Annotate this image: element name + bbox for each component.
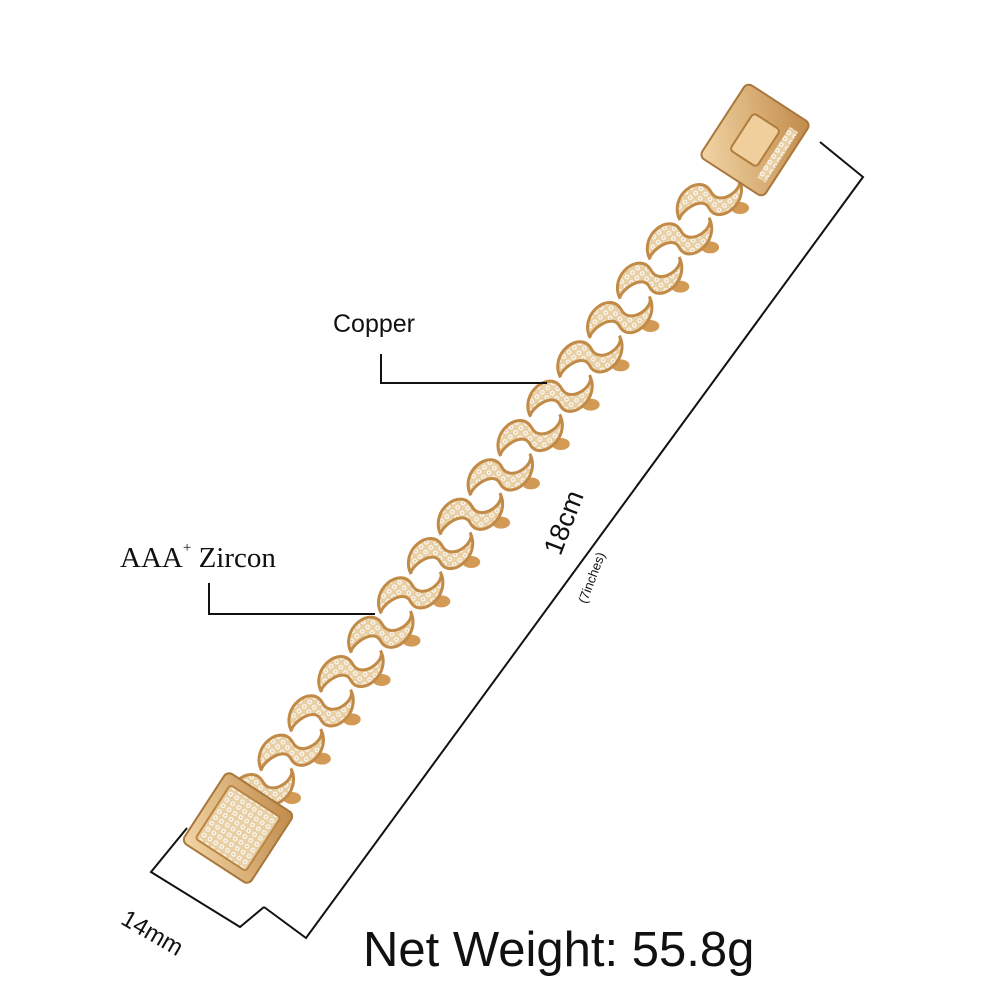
zircon-plus: + (182, 540, 192, 557)
bottom-clasp (182, 772, 294, 884)
copper-callout-line (380, 354, 547, 384)
chain-link (317, 649, 385, 693)
length-dimension-line (263, 141, 865, 940)
zircon-callout-line (208, 583, 375, 615)
chain-link (436, 492, 504, 536)
bracelet-chain (227, 177, 749, 811)
chain-link (407, 531, 475, 575)
chain-link (556, 334, 624, 379)
zircon-name: Zircon (198, 542, 276, 574)
chain-link (257, 728, 325, 772)
chain-link (347, 610, 415, 654)
top-clasp (700, 83, 810, 197)
chain-link (466, 452, 534, 497)
net-weight-label: Net Weight: 55.8g (363, 923, 755, 977)
chain-link (287, 688, 355, 733)
zircon-label: AAA+ Zircon (120, 540, 276, 575)
chain-link (496, 413, 564, 457)
chain-link (645, 216, 714, 261)
zircon-grade: AAA (120, 542, 183, 574)
chain-link (377, 570, 445, 615)
copper-label: Copper (333, 310, 415, 338)
chain-link (586, 295, 654, 339)
chain-link (616, 256, 684, 300)
width-dimension-line (149, 827, 265, 929)
